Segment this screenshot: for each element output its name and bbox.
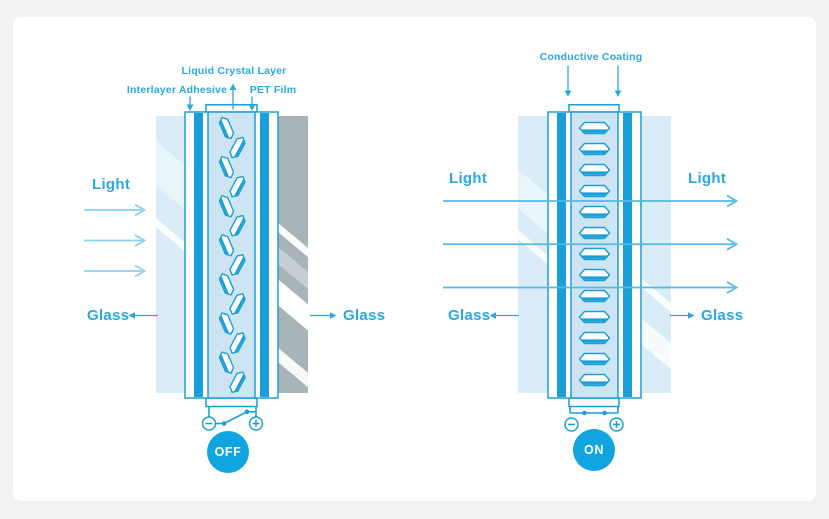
- glass-label: Glass: [448, 307, 491, 324]
- glass-reflection-streaks: [641, 248, 671, 393]
- film-tab-bottom: [568, 397, 620, 408]
- interlayer-adhesive-label: Interlayer Adhesive: [126, 84, 228, 96]
- liquid-crystal-particle: [578, 247, 611, 261]
- right-arrow-icon: [330, 312, 337, 319]
- liquid-crystal-particle: [218, 194, 235, 218]
- glass-label: Glass: [701, 307, 744, 324]
- up-arrow-icon: [229, 83, 237, 90]
- liquid-crystal-particle: [578, 184, 611, 198]
- liquid-crystal-particle: [229, 332, 246, 354]
- film-tab-top: [568, 103, 620, 113]
- on-assembly: [443, 65, 739, 432]
- glass-reflection-streaks: [278, 192, 308, 393]
- liquid-crystal-particle: [218, 234, 235, 257]
- light-label: Light: [688, 170, 727, 187]
- glass-streak: [518, 143, 548, 257]
- liquid-crystal-particle: [218, 273, 235, 296]
- liquid-crystal-particle: [218, 116, 235, 140]
- left-arrow-icon: [489, 312, 496, 319]
- liquid-crystal-particle: [229, 293, 246, 315]
- glass-streak: [278, 218, 308, 318]
- glass-streak: [518, 200, 548, 296]
- right-arrowhead-icon: [134, 234, 147, 247]
- switch-lever-open: [223, 411, 248, 425]
- left-arrow-icon: [128, 312, 135, 319]
- glass-streak: [156, 116, 185, 234]
- light-label: Light: [449, 170, 488, 187]
- conductive-coating-stripe-left: [557, 113, 566, 397]
- down-arrow-icon: [614, 90, 622, 97]
- switch-contact-dot: [582, 410, 587, 416]
- film-stripe-left: [194, 113, 203, 397]
- liquid-crystal-particle: [229, 175, 246, 198]
- incoming-light-arrows: [84, 203, 147, 278]
- film-tab-top: [205, 103, 258, 113]
- right-arrowhead-icon: [726, 194, 739, 208]
- glass-reflection-streaks: [156, 116, 185, 285]
- switch-contact-dot: [602, 410, 607, 416]
- liquid-crystal-particle: [578, 205, 611, 219]
- liquid-crystal-particle: [578, 373, 611, 387]
- down-arrow-icon: [186, 104, 194, 111]
- pet-film-label: PET Film: [249, 84, 297, 96]
- glass-streak: [278, 320, 308, 393]
- liquid-crystal-particle: [218, 312, 235, 335]
- off-state-badge: OFF: [207, 431, 249, 473]
- liquid-crystal-particle: [218, 351, 235, 374]
- liquid-crystal-layer-label: Liquid Crystal Layer: [181, 65, 287, 77]
- liquid-crystal-particle: [229, 214, 246, 237]
- conductive-coating-stripe-right: [623, 113, 632, 397]
- glass-label: Glass: [87, 307, 130, 324]
- liquid-crystal-particle: [578, 331, 611, 345]
- liquid-crystal-particle: [229, 371, 246, 394]
- liquid-crystal-particle: [229, 253, 246, 276]
- transmitted-light-beams: [443, 194, 739, 294]
- liquid-crystal-particle: [578, 289, 611, 303]
- film-tab-bottom: [205, 397, 258, 408]
- on-state-badge: ON: [573, 429, 615, 471]
- liquid-crystal-particle: [578, 163, 611, 177]
- glass-streak: [156, 189, 185, 285]
- liquid-crystal-particle: [578, 352, 611, 366]
- right-arrowhead-icon: [134, 203, 147, 217]
- off-assembly: [84, 83, 337, 431]
- liquid-crystal-particle: [578, 121, 611, 135]
- light-label: Light: [92, 176, 131, 193]
- scattered-crystals: [218, 116, 246, 394]
- glass-label: Glass: [343, 307, 386, 324]
- liquid-crystal-particle: [578, 310, 611, 324]
- liquid-crystal-particle: [578, 142, 611, 156]
- down-arrow-icon: [564, 90, 572, 97]
- conductive-coating-label: Conductive Coating: [539, 51, 643, 63]
- liquid-crystal-particle: [578, 268, 611, 282]
- liquid-crystal-particle: [218, 155, 235, 179]
- liquid-crystal-particle: [229, 136, 246, 159]
- right-arrowhead-icon: [726, 238, 739, 251]
- down-arrow-icon: [248, 104, 256, 111]
- film-stripe-right: [260, 113, 269, 397]
- aligned-crystals: [578, 121, 611, 387]
- glass-streak: [641, 248, 671, 344]
- content-card: [13, 17, 816, 501]
- glass-pane-left: [156, 116, 185, 393]
- glass-streak: [641, 289, 671, 393]
- right-arrowhead-icon: [134, 264, 147, 278]
- glass-streak: [278, 192, 308, 288]
- right-arrow-icon: [688, 312, 695, 319]
- glass-streak: [278, 251, 308, 357]
- right-arrowhead-icon: [726, 281, 739, 294]
- glass-reflection-streaks: [518, 143, 548, 296]
- liquid-crystal-particle: [578, 226, 611, 240]
